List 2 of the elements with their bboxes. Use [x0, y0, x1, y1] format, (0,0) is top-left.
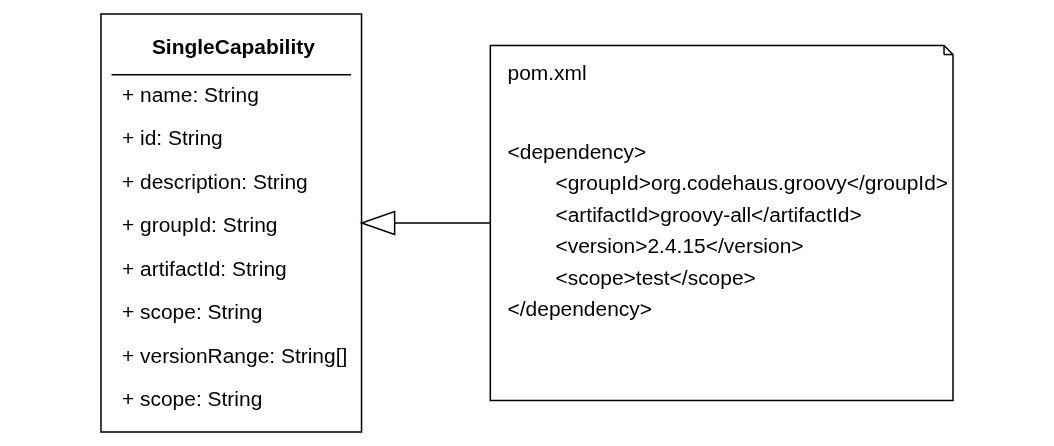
arrow	[359, 210, 491, 236]
node-box: SingleCapability + name: String + id: String + description: String + groupId: String + artifactId: String + scope: String + versionRange: String[] + scope: String	[100, 13, 363, 433]
